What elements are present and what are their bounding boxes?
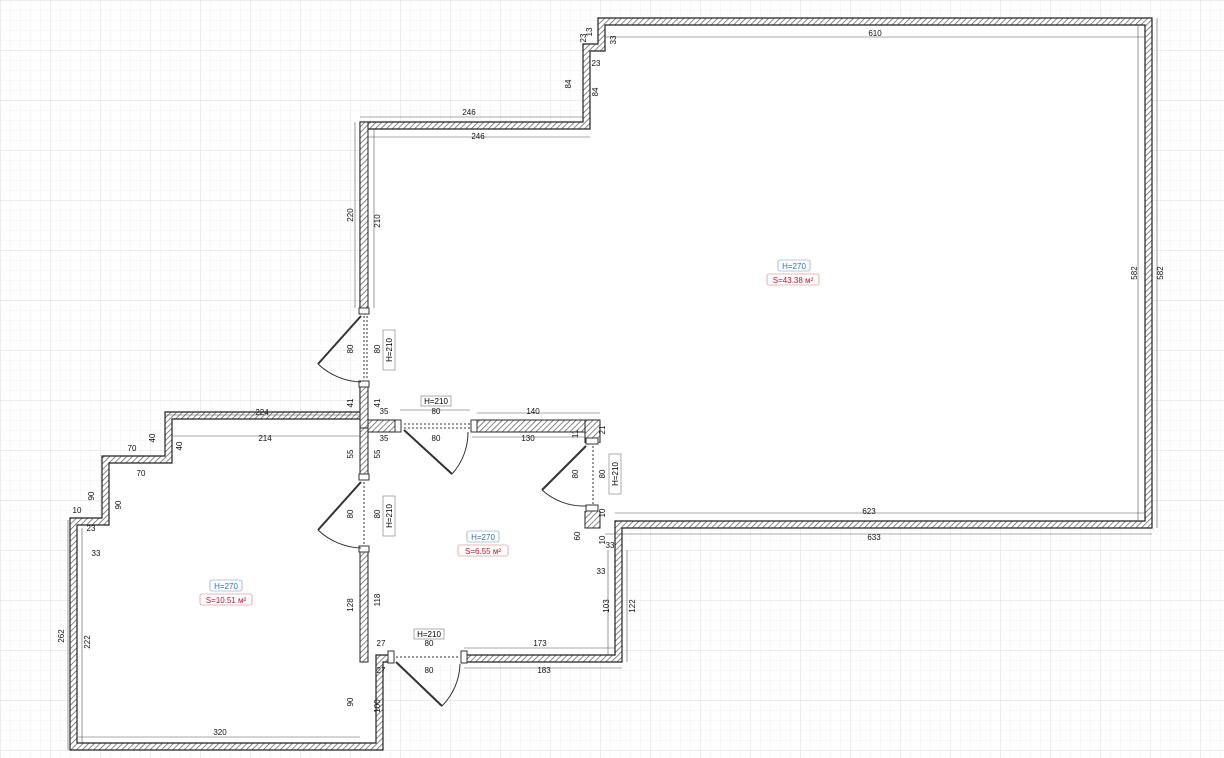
door-hall-top[interactable]	[394, 419, 478, 475]
dim-60: 60	[573, 531, 582, 540]
dim-door2-80a: 80	[432, 407, 441, 416]
door-hall-right[interactable]	[541, 437, 599, 512]
svg-text:H=210: H=210	[611, 462, 620, 486]
dim-122: 122	[628, 599, 637, 613]
door-tag-4: H=210	[608, 453, 622, 495]
dim-90b: 90	[114, 500, 123, 509]
dim-door3-80b: 80	[373, 509, 382, 518]
dim-90c: 90	[346, 697, 355, 706]
dim-320: 320	[213, 728, 227, 737]
door-left-upper[interactable]	[317, 307, 370, 388]
dim-13: 13	[585, 27, 594, 36]
dim-door5-80b: 80	[425, 666, 434, 675]
dim-27b: 27	[377, 666, 386, 675]
dimension-lines	[67, 18, 1158, 750]
dim-214: 214	[258, 434, 272, 443]
dim-door4-80a: 80	[571, 469, 580, 478]
dim-183: 183	[537, 666, 551, 675]
dim-633: 633	[867, 533, 881, 542]
dim-35b: 35	[380, 434, 389, 443]
dim-23b: 23	[592, 59, 601, 68]
dim-103: 103	[602, 599, 611, 613]
dim-262: 262	[57, 629, 66, 643]
door-tag-2: H=210	[420, 395, 452, 407]
door-height-tags: H=210 H=210 H=210 H=210 H=210	[382, 329, 622, 640]
door-tag-3: H=210	[382, 495, 396, 537]
dim-21: 21	[598, 425, 607, 434]
dim-100: 100	[373, 699, 382, 713]
dim-40b: 40	[175, 441, 184, 450]
dim-582-in: 582	[1130, 266, 1139, 280]
dim-33f: 33	[597, 567, 606, 576]
dim-246-out: 246	[462, 108, 476, 117]
dim-84b: 84	[591, 87, 600, 96]
dim-246-in: 246	[471, 132, 485, 141]
dim-623: 623	[862, 507, 876, 516]
dim-130: 130	[521, 434, 535, 443]
dim-33d: 33	[92, 549, 101, 558]
dim-70b: 70	[137, 469, 146, 478]
dim-23c: 23	[87, 524, 96, 533]
dim-10a: 10	[598, 508, 607, 517]
dim-55b: 55	[373, 449, 382, 458]
dim-41a: 41	[346, 398, 355, 407]
room-large-height: H=270	[782, 262, 806, 271]
dim-35a: 35	[380, 407, 389, 416]
dim-55a: 55	[346, 449, 355, 458]
dim-610: 610	[868, 29, 882, 38]
room-label-large[interactable]: H=270 S=43.38 м²	[766, 259, 820, 286]
svg-text:H=210: H=210	[385, 338, 394, 362]
dim-40a: 40	[148, 433, 157, 442]
dim-140: 140	[526, 407, 540, 416]
dim-84a: 84	[564, 79, 573, 88]
dim-90a: 90	[87, 491, 96, 500]
dim-door2-80b: 80	[432, 434, 441, 443]
dim-33: 33	[609, 35, 618, 44]
dim-222: 222	[83, 635, 92, 649]
room-left-height: H=270	[214, 582, 238, 591]
dim-door3-80a: 80	[346, 509, 355, 518]
room-hall-area: S=6.55 м²	[465, 547, 501, 556]
dim-41b: 41	[373, 398, 382, 407]
apartment-interior	[70, 18, 1152, 750]
room-label-hall[interactable]: H=270 S=6.55 м²	[457, 530, 509, 557]
dim-door5-80a: 80	[425, 639, 434, 648]
dim-173: 173	[533, 639, 547, 648]
dim-582-out: 582	[1156, 266, 1165, 280]
dim-door1-80a: 80	[346, 344, 355, 353]
door-tag-1: H=210	[382, 329, 396, 371]
room-left-area: S=10.51 м²	[206, 596, 247, 605]
svg-text:H=210: H=210	[424, 397, 448, 406]
door-bottom[interactable]	[387, 650, 468, 707]
dim-224: 224	[255, 408, 269, 417]
dim-70a: 70	[128, 444, 137, 453]
dim-11: 11	[571, 429, 580, 438]
dim-33e: 33	[606, 541, 615, 550]
door-left-lower[interactable]	[317, 473, 370, 553]
dim-10: 10	[73, 506, 82, 515]
door-tag-5: H=210	[413, 628, 445, 640]
dim-27a: 27	[377, 639, 386, 648]
dimension-labels: 610 23 13 33 23 84 84 246 246 220 210 58…	[57, 27, 1165, 737]
room-large-area: S=43.38 м²	[773, 276, 814, 285]
dim-220: 220	[346, 208, 355, 222]
dim-210: 210	[373, 214, 382, 228]
room-hall-height: H=270	[471, 533, 495, 542]
dim-118: 118	[373, 593, 382, 606]
room-label-left[interactable]: H=270 S=10.51 м²	[199, 579, 253, 606]
dim-128: 128	[346, 598, 355, 612]
dim-10b: 10	[598, 535, 607, 544]
dim-23: 23	[579, 33, 588, 42]
dim-door1-80b: 80	[373, 344, 382, 353]
svg-text:H=210: H=210	[417, 630, 441, 639]
svg-text:H=210: H=210	[385, 504, 394, 528]
dim-door4-80b: 80	[598, 469, 607, 478]
